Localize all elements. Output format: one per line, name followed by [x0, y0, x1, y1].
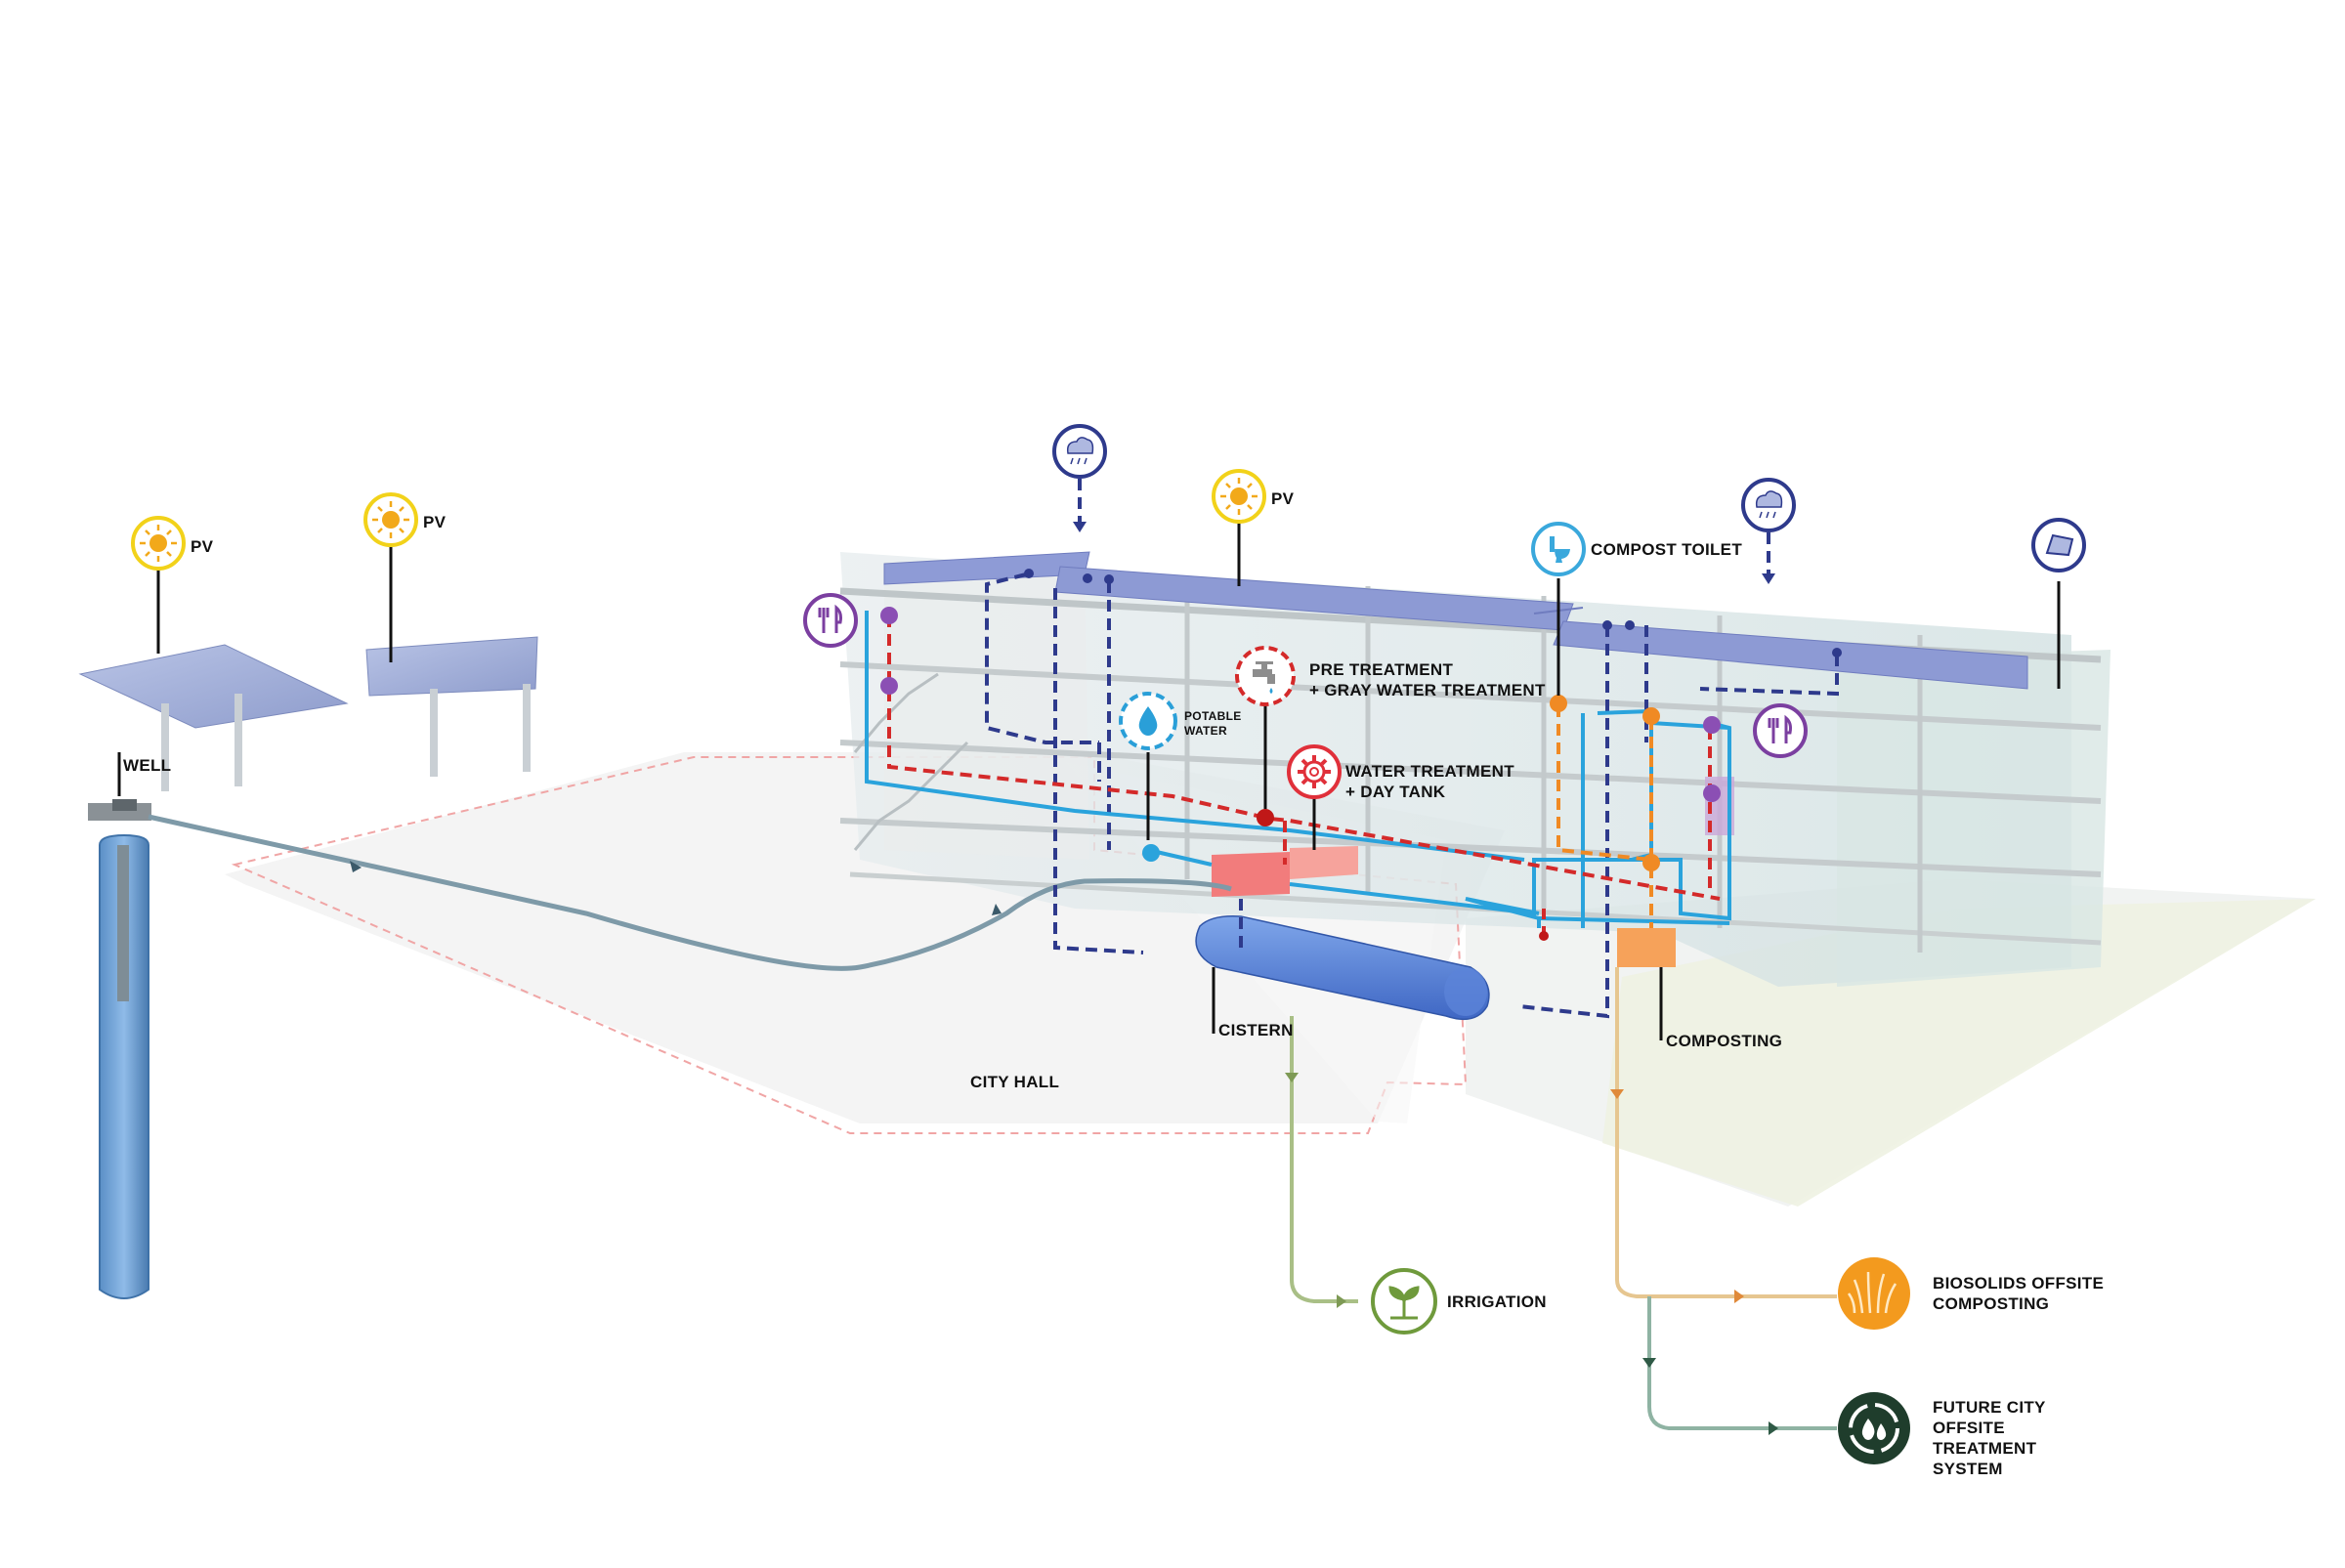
- water-treatment-label: WATER TREATMENT + DAY TANK: [1345, 762, 1514, 801]
- potable-lines: [865, 611, 1731, 928]
- biosolids-line: [1615, 967, 1837, 1298]
- gear-icon: [1287, 744, 1342, 799]
- pv-canopy-left: [78, 567, 349, 791]
- water-drop-icon: [1119, 692, 1177, 750]
- pv-label-right: PV: [423, 513, 447, 531]
- potable-node: [1142, 844, 1160, 862]
- solar-panel-icon: [2031, 518, 2086, 572]
- recycle-water-icon: [1838, 1392, 1910, 1464]
- compost-toilet-label: COMPOST TOILET: [1591, 540, 1743, 559]
- pre-treatment-label: PRE TREATMENT + GRAY WATER TREATMENT: [1309, 660, 1546, 699]
- grass-icon: [1838, 1257, 1910, 1330]
- cistern-label: CISTERN: [1218, 1021, 1294, 1039]
- irrigation-line: [1290, 1016, 1358, 1303]
- pv-label-building: PV: [1271, 489, 1295, 508]
- sprout-icon: [1371, 1268, 1437, 1335]
- well-label: WELL: [123, 756, 172, 775]
- composting-label: COMPOSTING: [1666, 1032, 1783, 1050]
- sun-icon: [1212, 469, 1266, 524]
- purple-nodes: [880, 607, 1721, 802]
- faucet-icon: [1235, 646, 1296, 706]
- sun-icon: [363, 492, 418, 547]
- future-city-label: FUTURE CITY OFFSITE TREATMENT SYSTEM: [1933, 1398, 2046, 1478]
- rain-cloud-icon: [1741, 478, 1796, 532]
- fork-knife-icon: [1753, 703, 1808, 758]
- pv-canopy-right: [365, 547, 538, 777]
- well-shaft: [88, 752, 151, 1299]
- rainwater-dots: [1024, 569, 1842, 657]
- fork-knife-icon: [803, 593, 858, 648]
- well-supply-line: [148, 814, 1232, 971]
- rain-cloud-icon: [1052, 424, 1107, 479]
- gray-water-node: [1257, 809, 1274, 826]
- potable-water-label: POTABLE WATER: [1184, 709, 1242, 738]
- biosolids-label: BIOSOLIDS OFFSITE COMPOSTING: [1933, 1274, 2105, 1313]
- toilet-icon: [1531, 522, 1586, 576]
- sun-icon: [131, 516, 186, 571]
- pv-label-left: PV: [191, 537, 214, 556]
- leader-lines: [1146, 524, 2061, 1040]
- city-hall-label: CITY HALL: [970, 1073, 1060, 1091]
- compost-lines: [1556, 705, 1653, 928]
- irrigation-label: IRRIGATION: [1447, 1293, 1547, 1311]
- cistern-tank: [1195, 914, 1490, 1021]
- offsite-line: [1647, 1296, 1837, 1430]
- compost-nodes: [1550, 695, 1660, 871]
